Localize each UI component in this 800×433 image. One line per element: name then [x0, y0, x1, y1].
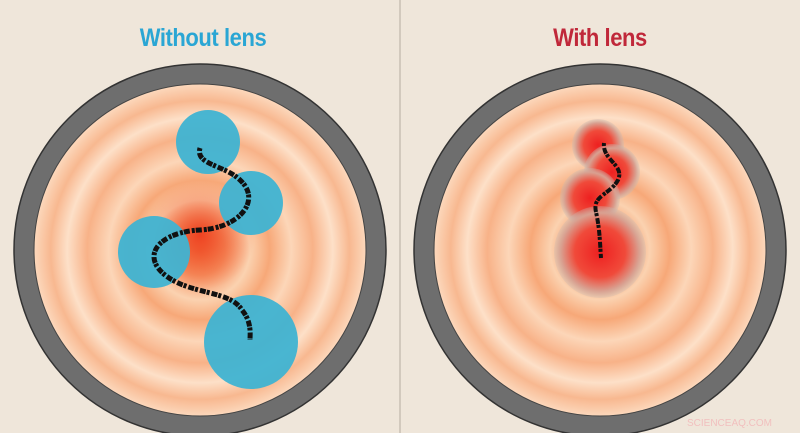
- blob-4: [204, 295, 298, 389]
- right-chamber: [413, 63, 787, 433]
- watermark: SCIENCEAQ.COM: [686, 418, 772, 429]
- blob-3: [118, 216, 190, 288]
- panel-title-without-lens: Without lens: [139, 24, 267, 52]
- trajectory: [151, 147, 253, 341]
- left-chamber: [13, 63, 387, 433]
- panel-title-with-lens: With lens: [553, 24, 647, 52]
- blob-1: [176, 110, 240, 174]
- trajectory: [593, 142, 622, 259]
